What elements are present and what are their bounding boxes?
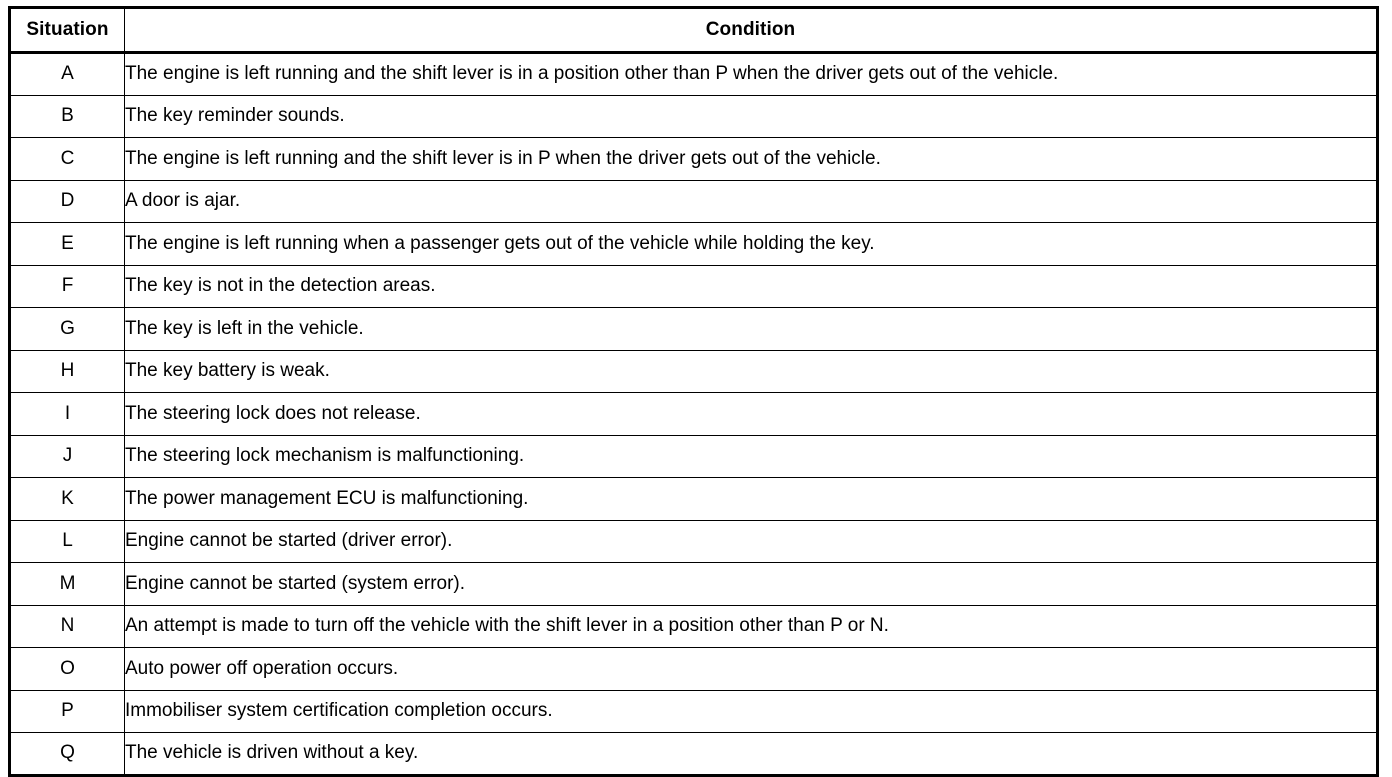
cell-condition: The steering lock does not release. [124,392,1378,436]
cell-situation: B [9,94,125,138]
column-header-situation: Situation [9,7,125,54]
cell-situation: H [9,349,125,393]
cell-condition: The key reminder sounds. [124,94,1378,138]
cell-situation: M [9,562,125,606]
table-header-row: Situation Condition [9,7,1378,54]
cell-condition: The engine is left running and the shift… [124,137,1378,181]
cell-condition: The steering lock mechanism is malfuncti… [124,434,1378,478]
cell-condition: Engine cannot be started (system error). [124,562,1378,606]
cell-situation: K [9,477,125,521]
cell-condition: An attempt is made to turn off the vehic… [124,604,1378,648]
cell-condition: The engine is left running and the shift… [124,52,1378,96]
cell-situation: J [9,434,125,478]
cell-situation: N [9,604,125,648]
cell-condition: The vehicle is driven without a key. [124,732,1378,775]
cell-condition: Immobiliser system certification complet… [124,689,1378,733]
cell-condition: The key battery is weak. [124,349,1378,393]
cell-situation: F [9,264,125,308]
cell-situation: P [9,689,125,733]
table-header: Situation Condition [9,7,1378,54]
cell-condition: The key is left in the vehicle. [124,307,1378,351]
cell-situation: G [9,307,125,351]
cell-situation: E [9,222,125,266]
column-header-condition: Condition [124,7,1378,54]
cell-condition: Auto power off operation occurs. [124,647,1378,691]
cell-condition: Engine cannot be started (driver error). [124,519,1378,563]
cell-condition: The key is not in the detection areas. [124,264,1378,308]
cell-condition: The engine is left running when a passen… [124,222,1378,266]
cell-situation: I [9,392,125,436]
cell-situation: A [9,52,125,96]
cell-situation: Q [9,732,125,775]
cell-situation: L [9,519,125,563]
cell-situation: C [9,137,125,181]
cell-situation: D [9,179,125,223]
cell-condition: The power management ECU is malfunctioni… [124,477,1378,521]
cell-situation: O [9,647,125,691]
cell-condition: A door is ajar. [124,179,1378,223]
